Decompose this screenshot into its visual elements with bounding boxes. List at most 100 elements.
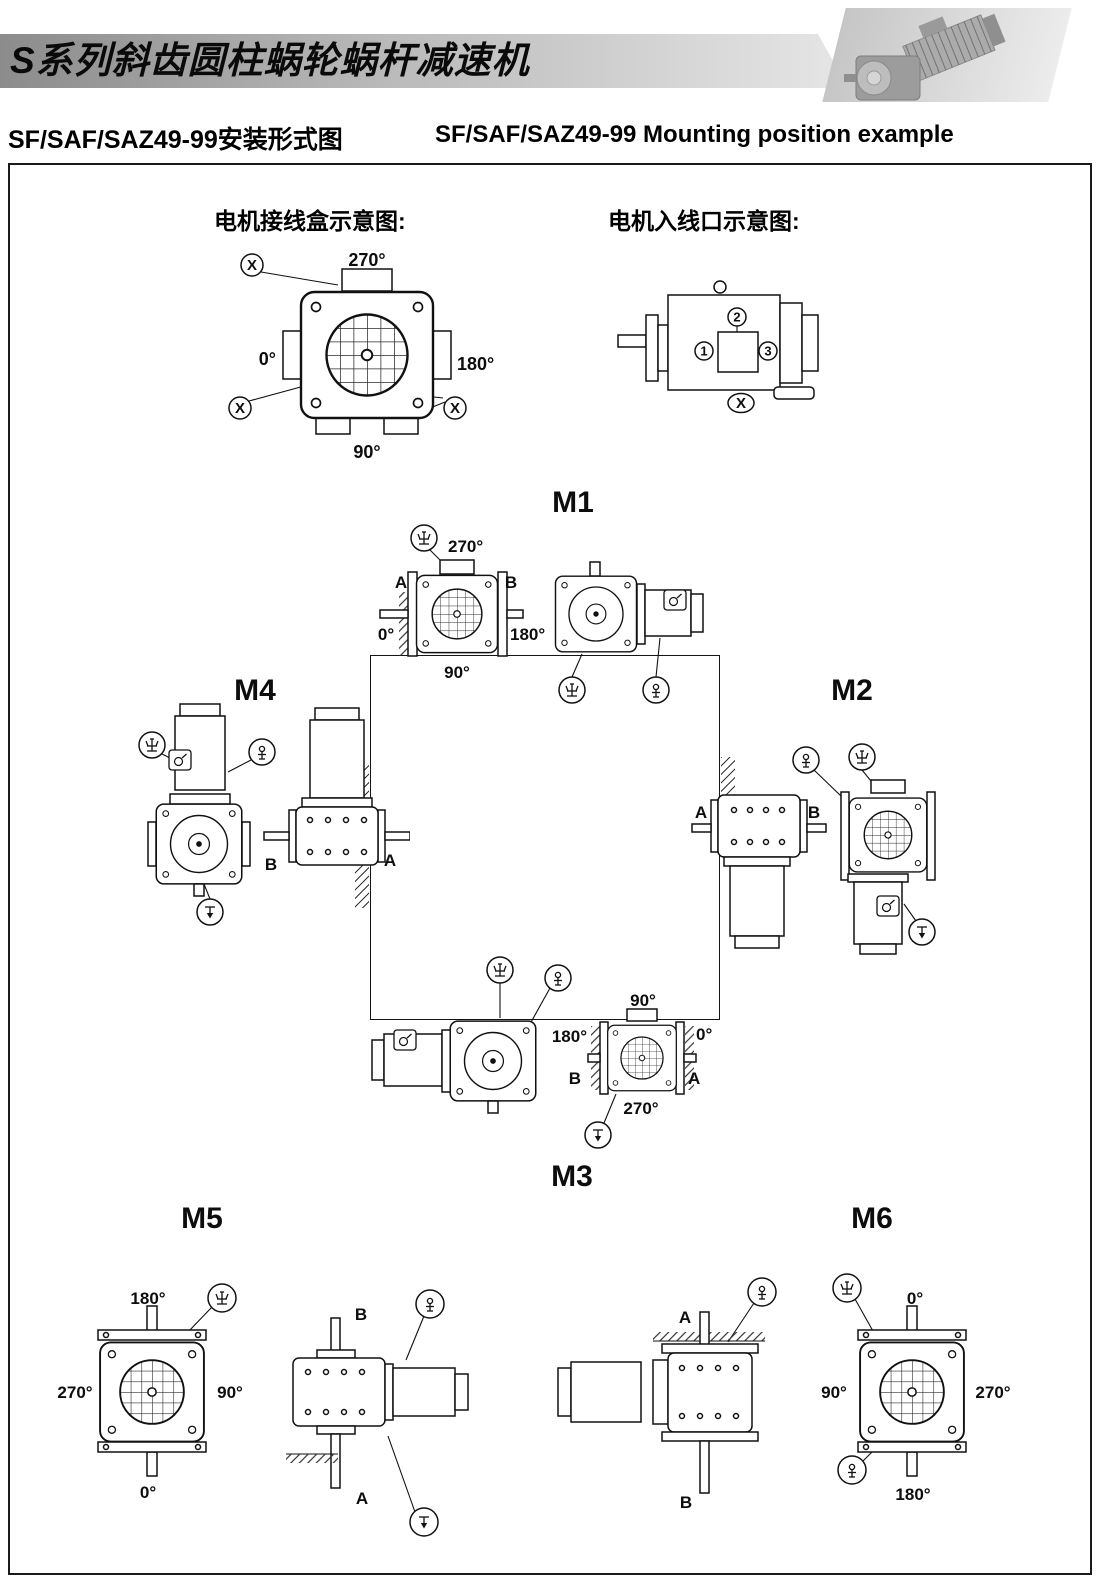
gear-unit-with-motor-side-view	[554, 561, 704, 653]
leader-lines	[499, 983, 617, 1124]
oil-drain-icon	[409, 1507, 439, 1537]
mounting-label-m1: M1	[552, 488, 594, 519]
terminal-angle-bottom: 90°	[353, 442, 380, 462]
terminal-box-title: 电机接线盒示意图:	[214, 208, 406, 234]
worm-gearbox-front-view	[379, 559, 524, 657]
mounting-label-m3: M3	[551, 1160, 593, 1193]
motor-side-view	[617, 280, 819, 400]
gear-unit-with-motor-side-view	[557, 1311, 765, 1494]
m3-angle-right: 0°	[696, 1025, 712, 1044]
worm-gearbox-front-view	[97, 1305, 207, 1477]
m6-angle-left: 90°	[821, 1383, 847, 1402]
breather-valve-icon	[410, 524, 438, 552]
m1-angle-left: 0°	[378, 625, 394, 644]
m1-port-a: A	[395, 573, 407, 592]
m5-port-b: B	[355, 1305, 367, 1324]
m4-port-a: A	[384, 851, 396, 870]
cross-mark-label: X	[235, 400, 245, 417]
m4-port-b: B	[265, 855, 277, 874]
oil-drain-icon	[196, 898, 224, 926]
output-shaft-art	[844, 74, 856, 82]
terminal-box-diagram: 270° 0° 180° 90° X X X	[228, 250, 494, 462]
oil-level-icon	[642, 676, 670, 704]
m6-angle-right: 270°	[975, 1383, 1010, 1402]
oil-level-icon	[837, 1455, 867, 1485]
cable-entry-position-2: 2	[727, 307, 747, 327]
terminal-angle-top: 270°	[348, 250, 385, 270]
m6-angle-bottom: 180°	[895, 1485, 930, 1504]
gear-unit-with-motor-below-side-view	[691, 794, 827, 949]
mounting-label-m6: M6	[851, 1202, 893, 1235]
oil-level-icon	[792, 746, 820, 774]
crossed-circle-icon: X	[443, 396, 467, 420]
cross-mark-label: X	[736, 395, 746, 412]
m6-angle-top: 0°	[907, 1289, 923, 1308]
terminal-box-symbol	[168, 749, 192, 771]
worm-gearbox-front-view	[587, 1008, 697, 1095]
cross-mark-label: X	[450, 400, 460, 417]
mounting-label-m2: M2	[831, 674, 873, 707]
mounting-m2-diagram: M2 A B	[691, 674, 936, 955]
subtitle-cn: SF/SAF/SAZ49-99安装形式图	[8, 126, 343, 154]
m2-port-a: A	[695, 803, 707, 822]
m5-port-a: A	[356, 1489, 368, 1508]
m5-angle-left: 270°	[57, 1383, 92, 1402]
page-title: S系列斜齿圆柱蜗轮蜗杆减速机	[10, 40, 530, 81]
terminal-angle-left: 0°	[259, 349, 276, 369]
breather-valve-icon	[848, 743, 876, 771]
terminal-box-symbol	[393, 1029, 417, 1051]
m3-port-a: A	[688, 1069, 700, 1088]
oil-drain-icon	[584, 1121, 612, 1149]
m6-port-b: B	[680, 1493, 692, 1512]
title-banner	[0, 34, 848, 88]
worm-gearbox-with-motor-below-front-view	[840, 779, 936, 955]
oil-level-icon	[747, 1277, 777, 1307]
breather-valve-icon	[832, 1273, 862, 1303]
m2-port-b: B	[808, 803, 820, 822]
mounting-m1-diagram: M1 270° A B 0° 180° 90°	[378, 488, 704, 704]
gearbox-with-motor-on-top-front-view	[147, 703, 251, 897]
mounting-m3-diagram: 90° 180° 0° B A 270° M3	[371, 956, 712, 1193]
crossed-circle-icon: X	[240, 253, 264, 277]
m1-angle-bottom: 90°	[444, 663, 470, 682]
mounting-label-m4: M4	[234, 674, 276, 707]
gear-unit-with-motor-side-view	[286, 1317, 469, 1489]
mounting-m5-diagram: M5 180° 270° 90° 0°	[57, 1202, 469, 1537]
m6-port-a: A	[679, 1308, 691, 1327]
m3-angle-bottom: 270°	[623, 1099, 658, 1118]
mounting-m6-diagram: M6 A B	[557, 1202, 1011, 1512]
position-1-label: 1	[700, 344, 707, 359]
breather-valve-icon	[558, 676, 586, 704]
leader-lines	[187, 1306, 425, 1513]
lifting-eye	[713, 280, 727, 294]
m1-port-b: B	[505, 573, 517, 592]
mounting-label-m5: M5	[181, 1202, 223, 1235]
m3-angle-top: 90°	[630, 991, 656, 1010]
motor-fan-end-view	[282, 268, 452, 435]
position-2-label: 2	[733, 310, 740, 325]
terminal-box	[717, 331, 759, 373]
m1-angle-top: 270°	[448, 537, 483, 556]
crossed-circle-icon: X	[228, 396, 252, 420]
terminal-box-symbol	[876, 895, 900, 917]
wall-hatching	[399, 592, 408, 656]
m5-angle-top: 180°	[130, 1289, 165, 1308]
floor-hatching	[286, 1454, 338, 1463]
terminal-angle-right: 180°	[457, 354, 494, 374]
cable-entry-diagram: 2 1 3 X	[617, 280, 819, 414]
breather-valve-icon	[207, 1283, 237, 1313]
m3-port-b: B	[569, 1069, 581, 1088]
m1-angle-right: 180°	[510, 625, 545, 644]
oil-level-icon	[544, 964, 572, 992]
oil-level-icon	[415, 1289, 445, 1319]
cross-mark-label: X	[247, 257, 257, 274]
m5-angle-right: 90°	[217, 1383, 243, 1402]
breather-valve-icon	[138, 731, 166, 759]
cable-entry-position-x: X	[727, 392, 755, 414]
gearmotor-product-photo	[844, 13, 1006, 101]
oil-drain-icon	[908, 918, 936, 946]
m3-angle-left: 180°	[552, 1027, 587, 1046]
m5-angle-bottom: 0°	[140, 1483, 156, 1502]
cable-entry-position-3: 3	[758, 341, 778, 361]
